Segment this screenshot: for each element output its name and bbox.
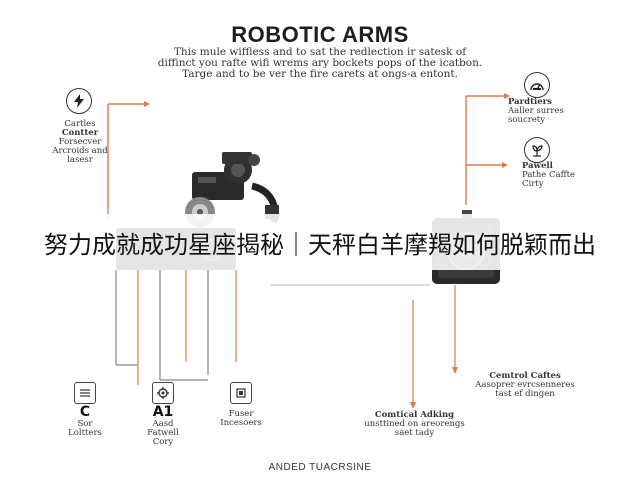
label-line: Contter (61, 128, 99, 138)
label-line: soucrety (508, 115, 546, 125)
label-line: Arcroids and (52, 146, 108, 156)
lightning-icon (66, 88, 92, 114)
plant-icon (524, 137, 550, 163)
arrow-head (410, 402, 416, 409)
label-line: lasesr (67, 155, 93, 165)
label-line: Fuser (228, 409, 254, 419)
label-line: Loltters (68, 428, 102, 438)
label-line: Comtical Adking (374, 410, 455, 420)
overlay-banner: 努力成就成功星座揭秘｜天秤白羊摩羯如何脱颖而出 (0, 214, 640, 270)
label-line: Cory (152, 437, 174, 447)
subtitle: This mule wiffless and to sat the redlec… (120, 47, 520, 80)
bottom-item-label: Sor Loltters (55, 420, 115, 438)
arrow-head (502, 162, 508, 168)
label-line: saet tady (394, 428, 435, 438)
label-line: Aasoprer evrcsenneres (475, 380, 575, 390)
right-mid-label: Pawell Pathe Caffte Cirty (522, 162, 602, 189)
label-line: Pawell (522, 161, 553, 171)
label-line: Cirty (522, 179, 544, 189)
bottom-item-label: Fuser Incesoers (206, 410, 276, 428)
right-top-label: Pardtiers Aaller surres soucrety (508, 98, 588, 125)
gear-icon (152, 382, 174, 404)
label-line: unsttined on areorengs (364, 419, 465, 429)
label-line: Cemtrol Caftes (489, 371, 561, 381)
footer-caption: ANDED TUACRSINE (268, 462, 372, 473)
label-line: Forsecver (58, 137, 102, 147)
chip-icon (230, 382, 252, 404)
gauge-icon (524, 72, 550, 98)
bottom-item-letter: A1 (152, 404, 174, 420)
bottom-item-label: Aasd Fatwell Cory (128, 420, 198, 447)
label-line: Sor (77, 419, 93, 429)
label-line: Pathe Caffte (522, 170, 576, 180)
subtitle-line: diffinct you rafte wifi wrems ary bocket… (157, 57, 483, 69)
subtitle-line: This mule wiffless and to sat the redlec… (173, 46, 467, 58)
arrow-head (144, 101, 150, 107)
label-line: tast ef dingen (495, 389, 555, 399)
arrow-head (452, 367, 458, 374)
control-right-label: Cemtrol Caftes Aasoprer evrcsenneres tas… (465, 372, 585, 399)
label-line: Aasd (152, 419, 174, 429)
label-line: Aaller surres (508, 106, 564, 116)
page-title: ROBOTIC ARMS (231, 22, 409, 47)
control-center-label: Comtical Adking unsttined on areorengs s… (352, 411, 477, 438)
label-line: Fatwell (147, 428, 179, 438)
label-line: Incesoers (220, 418, 262, 428)
arrow-head (504, 93, 510, 99)
label-line: Cartles (64, 119, 96, 129)
left-top-label: Cartles Contter Forsecver Arcroids and l… (30, 120, 130, 165)
subtitle-line: Targe and to be ver the fire carets at o… (182, 68, 458, 80)
panel-icon (74, 382, 96, 404)
bottom-item-letter: C (79, 404, 91, 420)
label-line: Pardtiers (508, 97, 552, 107)
